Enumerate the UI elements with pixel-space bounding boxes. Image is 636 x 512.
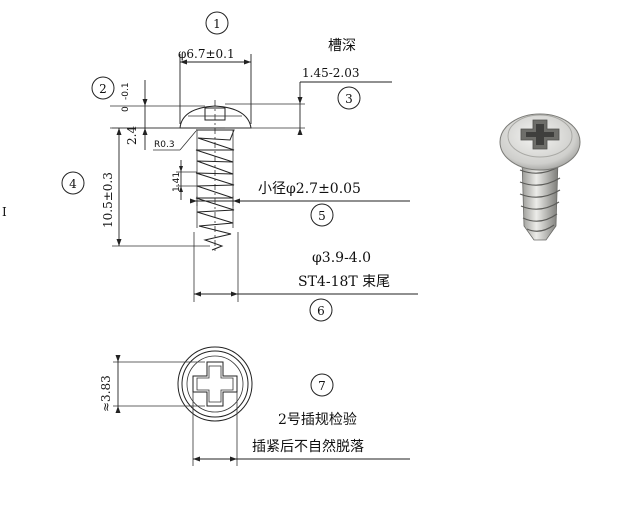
svg-text:4: 4 xyxy=(69,177,77,191)
callout-6: 6 xyxy=(309,298,333,322)
svg-text:ST4-18T 束尾: ST4-18T 束尾 xyxy=(298,274,390,290)
svg-text:6: 6 xyxy=(317,304,325,318)
gauge-line-2: 插紧后不自然脱落 xyxy=(252,438,364,455)
dim-fillet-radius: R0.3 xyxy=(153,130,197,151)
svg-text:2.4: 2.4 xyxy=(125,126,139,145)
callout-1: 1 xyxy=(205,11,229,35)
callout-3: 3 xyxy=(337,86,361,110)
callout-5: 5 xyxy=(310,203,334,227)
svg-text:7: 7 xyxy=(318,379,326,393)
screw-top-view xyxy=(177,346,253,422)
svg-text:1.45-2.03: 1.45-2.03 xyxy=(302,66,360,80)
svg-text:5: 5 xyxy=(318,209,326,223)
dim-pitch: 1.41 xyxy=(172,160,197,200)
svg-text:φ3.9-4.0: φ3.9-4.0 xyxy=(312,250,371,266)
svg-text:φ6.7±0.1: φ6.7±0.1 xyxy=(178,47,235,61)
svg-text:1: 1 xyxy=(213,17,221,31)
dim-length: 10.5±0.3 xyxy=(101,127,210,247)
svg-text:10.5±0.3: 10.5±0.3 xyxy=(101,172,115,228)
svg-text:2: 2 xyxy=(99,82,107,96)
dim-minor-diameter: 小径φ2.7±0.05 xyxy=(190,181,410,206)
dim-head-height: 2.4 0 -0.1 xyxy=(110,80,205,150)
edge-glyph: I xyxy=(2,205,7,219)
svg-text:槽深: 槽深 xyxy=(328,38,356,54)
svg-text:-0.1: -0.1 xyxy=(121,82,131,100)
dim-head-diameter: φ6.7±0.1 xyxy=(178,47,252,124)
svg-text:小径φ2.7±0.05: 小径φ2.7±0.05 xyxy=(258,181,361,197)
svg-text:1.41: 1.41 xyxy=(172,172,182,192)
svg-text:3: 3 xyxy=(345,92,353,106)
phillips-recess-icon xyxy=(192,361,238,407)
dim-major-diameter: φ3.9-4.0 ST4-18T 束尾 xyxy=(193,232,418,302)
callout-7: 7 xyxy=(310,373,334,397)
gauge-line-1: 2号插规检验 xyxy=(278,412,357,428)
dim-top-diameter xyxy=(192,392,410,466)
callout-2: 2 xyxy=(91,76,115,100)
screw-3d-picture xyxy=(499,113,581,241)
svg-text:≈3.83: ≈3.83 xyxy=(99,375,113,412)
thread-profile xyxy=(195,129,235,251)
dim-slot-depth: 槽深 1.45-2.03 xyxy=(225,38,392,135)
svg-text:0: 0 xyxy=(121,106,131,112)
svg-text:R0.3: R0.3 xyxy=(154,140,175,150)
screw-side-view xyxy=(179,100,252,252)
callout-4: 4 xyxy=(61,171,85,195)
dim-recess-width: ≈3.83 xyxy=(99,355,205,413)
